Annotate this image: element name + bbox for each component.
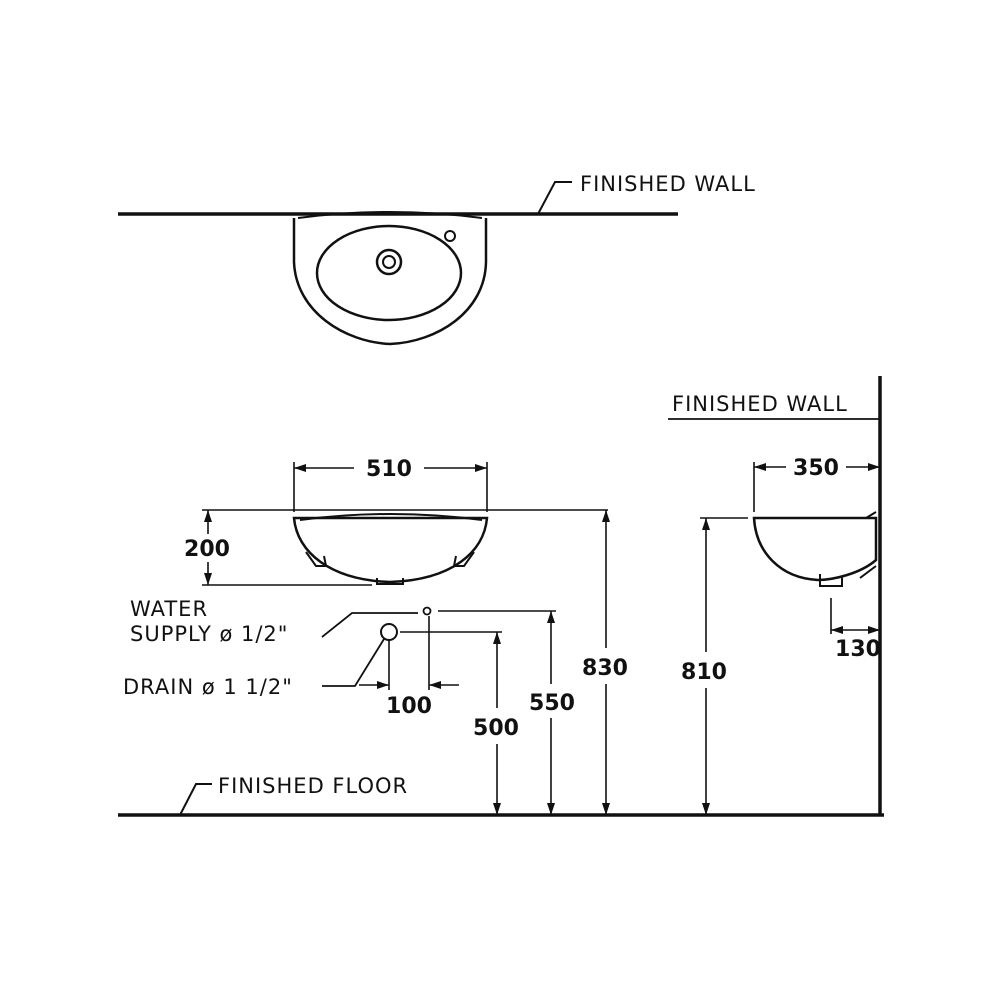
finished-floor-label: FINISHED FLOOR: [218, 774, 408, 798]
dim-350-arrow-right: [868, 463, 880, 471]
dim-130-arrow-left: [831, 626, 843, 634]
side-elevation: FINISHED WALL 350 810 130: [668, 376, 882, 815]
water-supply-label-line2: SUPPLY ø 1/2": [130, 622, 288, 646]
drain-label: DRAIN ø 1 1/2": [123, 675, 293, 699]
dim-810-label: 810: [681, 660, 727, 685]
dim-500-label: 500: [473, 716, 519, 741]
drain-leader: [322, 638, 385, 687]
plan-tap-hole: [444, 230, 456, 242]
front-drain-outlet: [376, 578, 404, 585]
front-left-bracket: [305, 551, 328, 567]
side-wall-bracket: [859, 511, 877, 579]
dim-550-arrow-top: [547, 611, 555, 623]
plan-drain-inner: [382, 255, 396, 269]
dim-550-arrow-bottom: [547, 803, 555, 815]
dim-350-label: 350: [793, 456, 839, 481]
dim-200-arrow-top: [204, 510, 212, 522]
dim-100-arrow-right: [429, 681, 441, 689]
dim-810-arrow-bottom: [702, 803, 710, 815]
water-supply-leader: [321, 612, 418, 638]
plan-back-curve: [297, 211, 483, 219]
side-trap-outlet: [819, 574, 843, 587]
water-supply-label-line1: WATER: [130, 597, 208, 621]
side-basin-body: [752, 516, 878, 582]
front-right-bracket: [452, 551, 475, 567]
dim-510-label: 510: [366, 457, 412, 482]
plan-view: FINISHED WALL: [118, 172, 756, 346]
dim-510-arrow-right: [475, 464, 487, 472]
dim-830-arrow-top: [602, 510, 610, 522]
dim-510-arrow-left: [294, 464, 306, 472]
dim-830-arrow-bottom: [602, 803, 610, 815]
dim-130-arrow-right: [868, 626, 880, 634]
plan-finished-wall-label: FINISHED WALL: [580, 172, 756, 196]
dim-130-label: 130: [835, 637, 881, 662]
plan-bowl-outline: [315, 224, 463, 322]
dim-200-arrow-bottom: [204, 573, 212, 585]
dim-810-arrow-top: [702, 518, 710, 530]
dim-500-arrow-top: [493, 632, 501, 644]
dim-500-arrow-bottom: [493, 803, 501, 815]
water-supply-point: [422, 606, 432, 616]
dim-550-label: 550: [529, 691, 575, 716]
dim-100-arrow-left: [377, 681, 389, 689]
plan-basin-outline: [292, 218, 488, 346]
dim-100-label: 100: [386, 694, 432, 719]
front-basin-body: [292, 516, 489, 584]
dim-350-arrow-left: [754, 463, 766, 471]
front-elevation: FINISHED FLOOR 510 200 WATER SUPPLY ø 1/…: [118, 457, 884, 817]
dim-200-label: 200: [184, 537, 230, 562]
drain-point: [380, 623, 398, 641]
front-basin-rim: [299, 513, 483, 521]
side-finished-wall-label: FINISHED WALL: [672, 392, 848, 416]
floor-leader: [179, 783, 212, 816]
plan-drain-outer: [375, 248, 403, 276]
dim-830-label: 830: [582, 656, 628, 681]
plan-wall-leader: [537, 181, 572, 215]
